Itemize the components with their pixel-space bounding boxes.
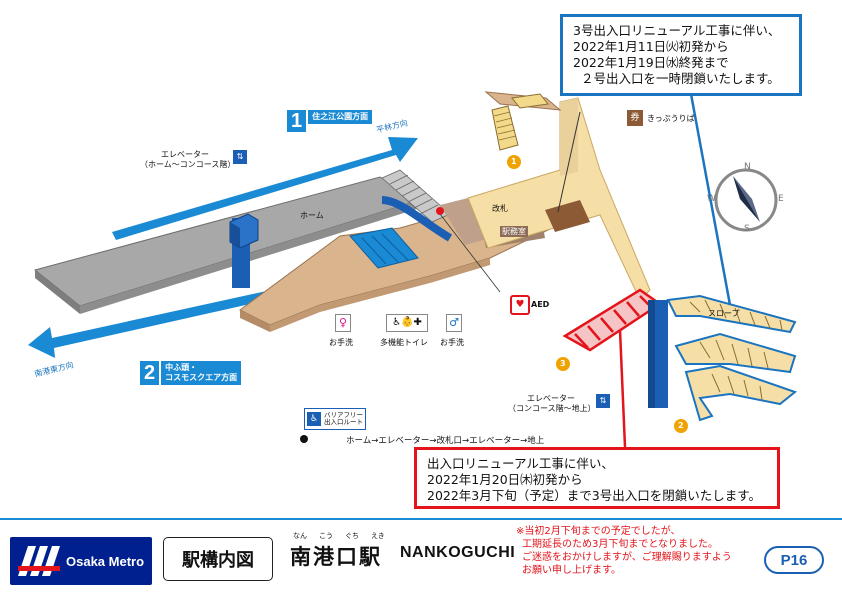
exit1-stairs <box>491 105 519 151</box>
escalator <box>381 196 453 242</box>
aed-icon: ♥ <box>510 295 530 315</box>
route-legend-dot <box>300 435 308 443</box>
exit-marker-3: 3 <box>560 359 566 368</box>
women-toilet-icon: ♀ <box>335 314 351 332</box>
station-office-label: 駅務室 <box>500 226 528 237</box>
multipurpose-toilet-icon: ♿👶✚ <box>386 314 428 332</box>
metro-m-icon <box>18 546 60 576</box>
footer-divider <box>0 518 842 520</box>
elevator-platform-line2: （ホーム～コンコース階） <box>140 160 236 169</box>
elevator-platform-label: エレベーター （ホーム～コンコース階） <box>140 150 236 170</box>
accessibility-icon: ♿ <box>307 412 321 426</box>
elevator-platform-line1: エレベーター <box>161 150 209 159</box>
station-char: 南 <box>290 545 313 569</box>
elevator-concourse-label: エレベーター （コンコース階～地上） <box>508 394 596 414</box>
furigana: なん <box>293 532 307 540</box>
exit3-closed <box>562 288 663 352</box>
elevator-concourse-line1: エレベーター <box>527 394 575 403</box>
furigana: こう <box>319 532 333 540</box>
platform-label: ホーム <box>300 211 324 220</box>
compass-s: S <box>744 224 750 234</box>
notice-line: 2022年1月19日㈬終発まで <box>573 55 729 70</box>
station-char: 港 <box>313 545 336 569</box>
logo-text: Osaka Metro <box>66 553 145 569</box>
station-name-jp: 南港口駅 <box>290 541 382 571</box>
kippuuriba-label: きっぷうりば <box>647 114 695 123</box>
toilet-women-label: お手洗 <box>329 338 353 347</box>
direction-arrow-hirabayashi <box>112 137 418 240</box>
route-text: ホーム→エレベーター→改札口→エレベーター→地上 <box>346 436 545 446</box>
barrier-free-legend: ♿ バリアフリー 出入口ルート <box>304 408 366 430</box>
notice-line: 2022年1月11日㈫初発から <box>573 39 729 54</box>
station-char: 口 <box>336 545 359 569</box>
elevator-concourse-line2: （コンコース階～地上） <box>508 404 596 413</box>
aed-label: AED <box>531 300 550 309</box>
page-title: 駅構内図 <box>163 537 273 581</box>
exit1-number: 1 <box>287 110 307 132</box>
exit2-sign: 2 中ふ頭・ コスモスクエア方面 <box>140 361 242 385</box>
compass-e: E <box>778 194 784 204</box>
compass-w: W <box>707 194 716 204</box>
exit1-name: 住之江公園方面 <box>308 110 373 124</box>
exit-marker-2: 2 <box>678 421 684 430</box>
notice-exit-renewal: 出入口リニューアル工事に伴い、 2022年1月20日㈭初発から 2022年3月下… <box>414 447 780 509</box>
notice-exit3-closure: 3号出入口リニューアル工事に伴い、 2022年1月11日㈫初発から 2022年1… <box>560 14 802 96</box>
osaka-metro-logo: Osaka Metro <box>10 537 152 585</box>
barrier-free-line2: 出入口ルート <box>324 418 363 426</box>
station-name-en: NANKOGUCHI <box>400 544 516 561</box>
compass-n: N <box>744 162 751 172</box>
notice-line: ご迷惑をおかけしますが、ご理解賜りますよう <box>522 552 732 563</box>
exit2-name-line2: コスモスクエア方面 <box>165 373 238 382</box>
extension-notice: ※当初2月下旬までの予定でしたが、 工期延長のため3月下旬までとなりました。 ご… <box>516 525 732 577</box>
exit1-sign: 1 住之江公園方面 <box>287 110 373 132</box>
station-map <box>28 91 798 448</box>
notice-line: ※当初2月下旬までの予定でしたが、 <box>516 526 681 537</box>
elevator-icon: ⇅ <box>596 394 610 408</box>
toilet-men-label: お手洗 <box>440 338 464 347</box>
exit-marker-1: 1 <box>511 157 517 166</box>
ticket-machine-icon: 券 <box>627 110 643 126</box>
ticket-gate-label: 改札 <box>492 204 508 213</box>
notice-line: お願い申し上げます。 <box>522 565 621 576</box>
notice-line: ２号出入口を一時閉鎖いたします。 <box>581 71 780 86</box>
notice-line: 出入口リニューアル工事に伴い、 <box>427 456 614 471</box>
barrier-free-line1: バリアフリー <box>324 410 363 419</box>
notice-line: 2022年1月20日㈭初発から <box>427 472 583 487</box>
slope-label: スロープ <box>708 309 740 318</box>
exit2-name: 中ふ頭・ コスモスクエア方面 <box>161 361 242 385</box>
furigana: ぐち <box>345 532 359 540</box>
exit2-name-line1: 中ふ頭・ <box>165 363 198 372</box>
compass <box>714 168 778 232</box>
men-toilet-icon: ♂ <box>446 314 462 332</box>
exit2-number: 2 <box>140 361 160 385</box>
notice-line: 工期延長のため3月下旬までとなりました。 <box>522 539 719 550</box>
notice-line: 3号出入口リニューアル工事に伴い、 <box>573 23 781 38</box>
page-number: P16 <box>764 546 824 574</box>
elevator-icon: ⇅ <box>233 150 247 164</box>
exit2-slope <box>666 294 798 422</box>
notice-line: 2022年3月下旬（予定）まで3号出入口を閉鎖いたします。 <box>427 488 761 503</box>
toilet-multi-label: 多機能トイレ <box>380 338 428 347</box>
station-char: 駅 <box>359 545 382 569</box>
furigana: えき <box>371 532 385 540</box>
